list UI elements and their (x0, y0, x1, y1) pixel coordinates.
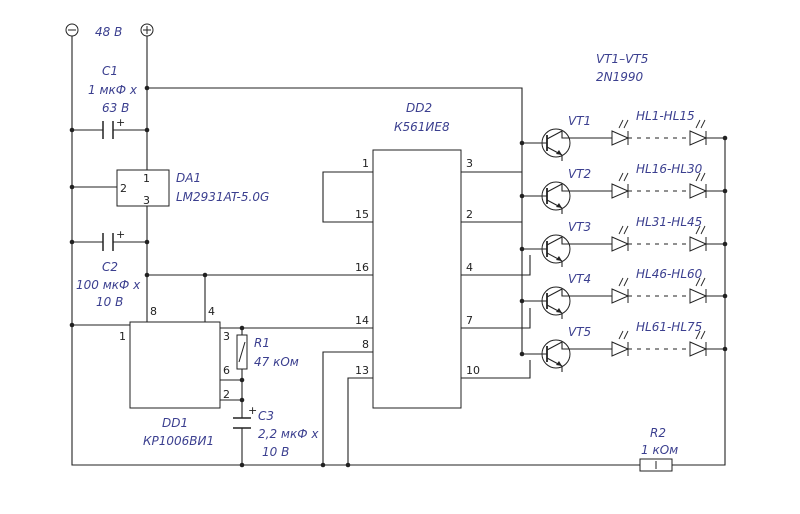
dd2-pin-13: 13 (355, 364, 369, 377)
regulator-da1-body (116, 169, 170, 207)
led-group-label-2: HL16-HL30 (636, 162, 703, 176)
dd2-pin-7: 7 (466, 314, 473, 327)
output-wiring (461, 171, 531, 379)
dd2-pin-8: 8 (362, 338, 369, 351)
timer-dd1-body (129, 321, 221, 409)
dd2-ref: DD2 (406, 101, 432, 115)
capacitor-c1: + (72, 116, 147, 139)
da1-pin-2: 2 (120, 182, 127, 195)
supply-minus-terminal (65, 23, 79, 37)
junction-dots (69, 85, 351, 468)
vt-label-2: VT2 (568, 167, 591, 181)
led-group-label-4: HL46-HL60 (636, 267, 703, 281)
svg-text:+: + (116, 116, 125, 129)
dd1-pin-1: 1 (119, 330, 126, 343)
positive-rail (146, 36, 523, 355)
dd2-pin-10: 10 (466, 364, 480, 377)
dd1-pin-2: 2 (223, 388, 230, 401)
channel-4: VT4 HL46-HL60 (519, 267, 728, 319)
r1-ref: R1 (254, 336, 270, 350)
channel-3: VT3 HL31-HL45 (519, 215, 728, 267)
channel-5: VT5 HL61-HL75 (519, 320, 728, 372)
dd2-pin-1: 1 (362, 157, 369, 170)
dd1-pin-8: 8 (150, 305, 157, 318)
c1-value-line2: 63 В (102, 101, 129, 115)
dd2-pin-15: 15 (355, 208, 369, 221)
capacitor-c2: + (72, 228, 147, 251)
transistors-type: 2N1990 (596, 70, 644, 84)
vt-label-4: VT4 (568, 272, 591, 286)
ground-rail (71, 36, 726, 466)
svg-text:+: + (116, 228, 125, 241)
r1-value: 47 кОм (254, 355, 299, 369)
capacitor-c3: + (233, 404, 257, 465)
counter-dd2-body (372, 149, 462, 409)
led-group-label-1: HL1-HL15 (636, 109, 695, 123)
da1-pin-1: 1 (143, 172, 150, 185)
vt-label-3: VT3 (568, 220, 591, 234)
da1-ref: DA1 (176, 171, 201, 185)
dd2-type: К561ИЕ8 (394, 120, 450, 134)
dd1-ref: DD1 (162, 416, 188, 430)
c3-value-line1: 2,2 мкФ х (258, 427, 319, 441)
led-group-label-5: HL61-HL75 (636, 320, 702, 334)
c2-ref: C2 (102, 260, 118, 274)
dd2-pin-2: 2 (466, 208, 473, 221)
led-group-label-3: HL31-HL45 (636, 215, 702, 229)
dd1-type: КР1006ВИ1 (143, 434, 214, 448)
transistors-title: VT1–VT5 (596, 52, 648, 66)
c3-value-line2: 10 В (262, 445, 289, 459)
dd2-pin-3: 3 (466, 157, 473, 170)
da1-pin-3: 3 (143, 194, 150, 207)
r2-value: 1 кОм (641, 443, 678, 457)
r2-ref: R2 (650, 426, 666, 440)
channel-1: VT1 HL1-HL15 (519, 109, 728, 161)
dd1-pin-3: 3 (223, 330, 230, 343)
dd1-pin-6: 6 (223, 364, 230, 377)
dd1-pin-4: 4 (208, 305, 215, 318)
dd2-pin-14: 14 (355, 314, 369, 327)
channel-2: VT2 HL16-HL30 (519, 162, 728, 214)
vt-label-1: VT1 (568, 114, 591, 128)
dd2-pin-4: 4 (466, 261, 473, 274)
c3-ref: C3 (258, 409, 274, 423)
c1-value-line1: 1 мкФ х (88, 83, 138, 97)
supply-plus-terminal (140, 23, 154, 37)
c2-value-line2: 10 В (96, 295, 123, 309)
vt-label-5: VT5 (568, 325, 591, 339)
supply-voltage-label: 48 В (95, 25, 122, 39)
c2-value-line1: 100 мкФ х (76, 278, 141, 292)
c1-ref: C1 (102, 64, 118, 78)
svg-text:+: + (248, 404, 257, 417)
da1-type: LM2931AT-5.0G (176, 190, 269, 204)
dd2-pin-16: 16 (355, 261, 369, 274)
